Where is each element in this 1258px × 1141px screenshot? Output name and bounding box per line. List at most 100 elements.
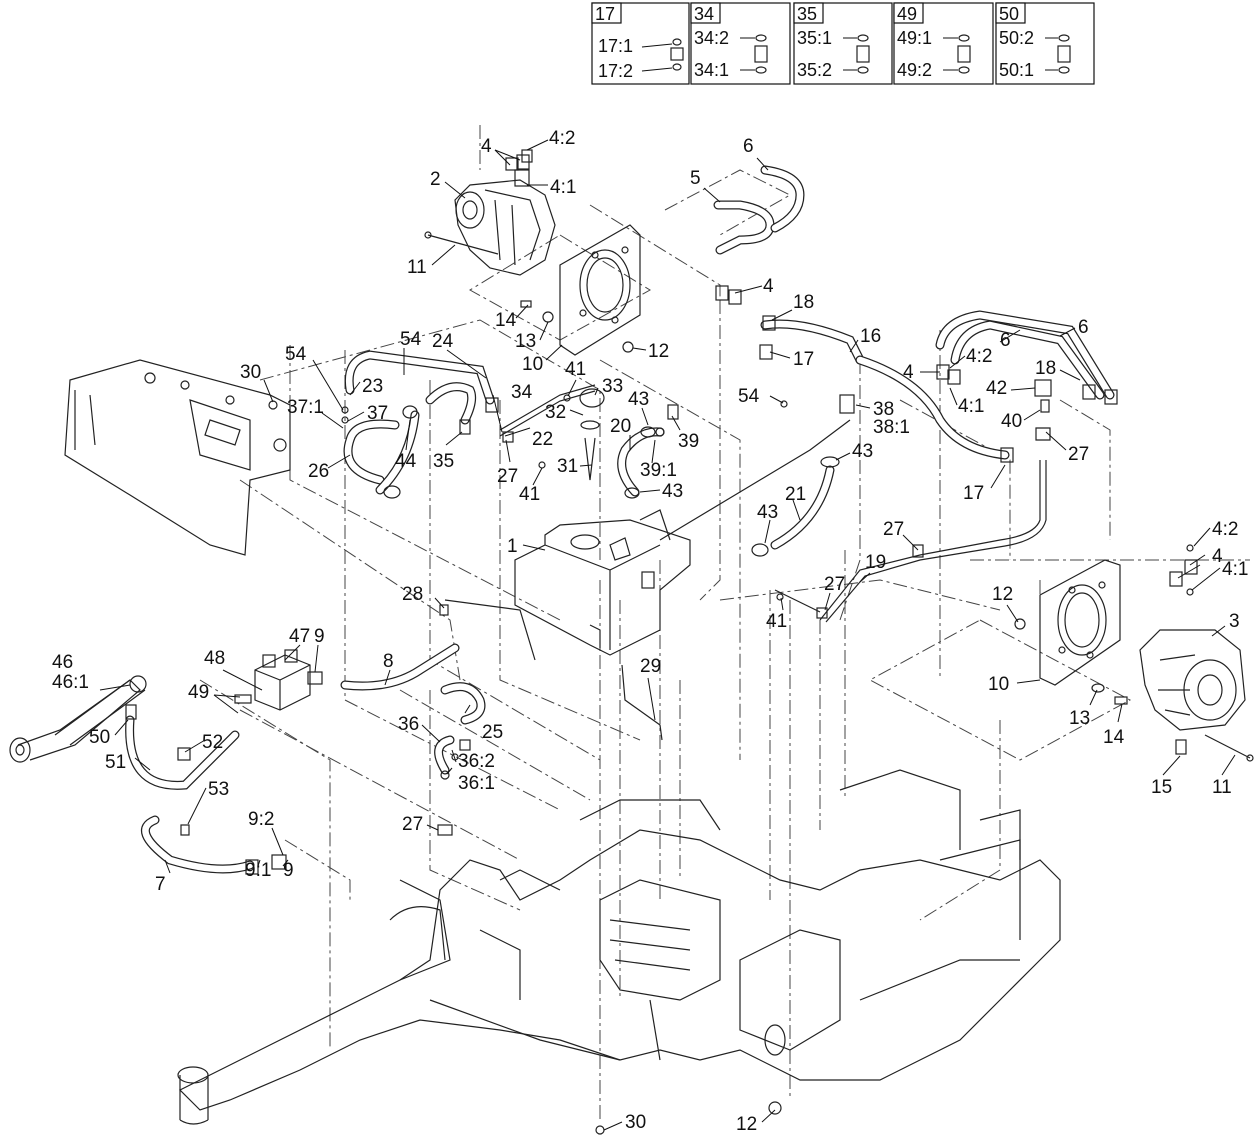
rigid-lines <box>444 384 1047 741</box>
callout-label: 39 <box>678 431 699 452</box>
callout-label: 9:1 <box>245 860 271 881</box>
callout-label: 18 <box>1035 358 1056 379</box>
rear-frame-plate <box>64 359 291 556</box>
detail-item-label: 50:2 <box>999 28 1034 48</box>
detail-box-title: 35 <box>797 4 817 24</box>
callout-label: 12 <box>648 341 669 362</box>
callout-label: 26 <box>308 461 329 482</box>
callout-label: 10 <box>988 674 1009 695</box>
callout-label: 5 <box>690 168 701 189</box>
callout-label: 4:1 <box>958 396 984 417</box>
pump-mounting-plate-front <box>520 224 641 356</box>
callout-label: 14 <box>495 310 517 331</box>
callout-label: 43 <box>757 502 778 523</box>
callout-label: 32 <box>545 402 566 423</box>
callout-label: 13 <box>515 331 536 352</box>
detail-item-label: 34:2 <box>694 28 729 48</box>
callout-label: 17 <box>963 483 984 504</box>
assembly-guide-lines <box>199 125 1250 1120</box>
tractor-chassis <box>177 769 1061 1135</box>
callout-label: 36:1 <box>458 773 495 794</box>
callout-label: 14 <box>1103 727 1125 748</box>
callout-label: 51 <box>105 752 126 773</box>
callout-label: 54 <box>285 344 307 365</box>
detail-item-label: 49:2 <box>897 60 932 80</box>
callout-label: 4 <box>1212 546 1223 567</box>
callout-label: 54 <box>738 386 760 407</box>
hydraulic-hoses <box>125 165 1115 874</box>
callout-labels: 4 4:2 4:1 2 11 6 5 4 18 17 14 13 10 12 1… <box>52 128 1248 1135</box>
callout-label: 6 <box>1078 317 1089 338</box>
callout-label: 49 <box>188 682 209 703</box>
callout-label: 18 <box>793 292 814 313</box>
detail-item-label: 50:1 <box>999 60 1034 80</box>
callout-label: 27 <box>402 814 423 835</box>
callout-label: 20 <box>610 416 631 437</box>
callout-label: 41 <box>565 359 586 380</box>
callout-label: 13 <box>1069 708 1090 729</box>
detail-box-50: 50 50:2 50:1 <box>995 2 1095 85</box>
callout-label: 9 <box>314 626 325 647</box>
callout-label: 27 <box>824 574 845 595</box>
callout-label: 9:2 <box>248 809 274 830</box>
hydraulic-cylinder <box>9 675 147 763</box>
callout-label: 40 <box>1001 411 1022 432</box>
callout-label: 37:1 <box>287 397 324 418</box>
callout-label: 27 <box>883 519 904 540</box>
callout-label: 35 <box>433 451 454 472</box>
callout-label: 46 <box>52 652 73 673</box>
callout-label: 41 <box>519 484 540 505</box>
callout-label: 42 <box>986 378 1007 399</box>
callout-label: 39:1 <box>640 460 677 481</box>
callout-label: 11 <box>407 257 427 278</box>
callout-label: 7 <box>155 874 166 895</box>
callout-label: 33 <box>602 376 623 397</box>
callout-label: 12 <box>736 1114 757 1135</box>
callout-label: 27 <box>1068 444 1089 465</box>
callout-label: 38 <box>873 399 894 420</box>
detail-box-34: 34 34:2 34:1 <box>690 2 791 85</box>
control-valve-block <box>234 649 311 711</box>
callout-label: 4 <box>903 362 914 383</box>
callout-label: 10 <box>522 354 543 375</box>
callout-label: 37 <box>367 403 388 424</box>
callout-label: 43 <box>852 441 873 462</box>
callout-label: 17 <box>793 349 814 370</box>
callout-label: 48 <box>204 648 225 669</box>
detail-box-49: 49 49:1 49:2 <box>893 2 994 85</box>
detail-item-label: 34:1 <box>694 60 729 80</box>
hydraulic-oil-tank <box>514 509 691 656</box>
callout-label: 53 <box>208 779 229 800</box>
callout-label: 52 <box>202 732 223 753</box>
callout-label: 24 <box>432 331 454 352</box>
callout-label: 30 <box>240 362 261 383</box>
callout-label: 36 <box>398 714 419 735</box>
callout-label: 30 <box>625 1112 646 1133</box>
detail-item-label: 17:1 <box>598 36 633 56</box>
callout-label: 4:1 <box>550 177 576 198</box>
callout-label: 4 <box>763 276 774 297</box>
callout-label: 4 <box>481 136 492 157</box>
callout-label: 47 <box>289 626 310 647</box>
callout-label: 4:2 <box>1212 519 1238 540</box>
callout-leader-lines <box>99 139 1236 1131</box>
pump-mounting-plate-rear <box>1014 559 1128 705</box>
callout-label: 44 <box>395 451 417 472</box>
callout-label: 8 <box>383 651 394 672</box>
callout-label: 9 <box>283 860 294 881</box>
callout-label: 23 <box>362 376 383 397</box>
callout-label: 36:2 <box>458 751 495 772</box>
callout-label: 16 <box>860 326 881 347</box>
callout-label: 50 <box>89 727 110 748</box>
detail-item-label: 49:1 <box>897 28 932 48</box>
detail-box-title: 49 <box>897 4 917 24</box>
callout-label: 15 <box>1151 777 1172 798</box>
callout-label: 46:1 <box>52 672 89 693</box>
hydraulic-pump-front <box>424 149 556 276</box>
callout-label: 43 <box>662 481 683 502</box>
callout-label: 29 <box>640 656 661 677</box>
detail-item-label: 35:2 <box>797 60 832 80</box>
detail-box-35: 35 35:1 35:2 <box>793 2 893 85</box>
detail-box-17: 17 17:1 17:2 <box>591 2 690 85</box>
fittings <box>125 154 1198 875</box>
